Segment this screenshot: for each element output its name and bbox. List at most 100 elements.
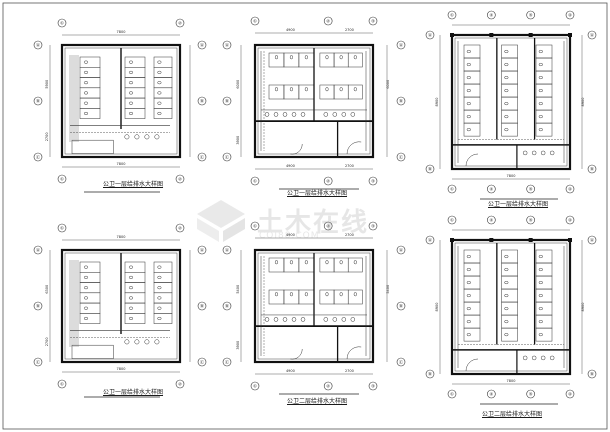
sink-icon xyxy=(531,355,537,361)
axis-label: ① xyxy=(60,21,64,26)
axis-bubble xyxy=(587,369,597,379)
toilet-stall xyxy=(463,327,481,342)
axis-bubble xyxy=(197,357,207,367)
sink-icon xyxy=(282,112,288,117)
axis-bubble xyxy=(175,223,185,233)
dimension-label: 2700 xyxy=(345,28,354,32)
axis-label: Ⓑ xyxy=(428,371,433,378)
dimension-label: 5400 xyxy=(236,285,240,294)
axis-label: Ⓐ xyxy=(225,247,230,254)
sink-icon xyxy=(264,317,270,322)
sink-icon xyxy=(273,317,279,322)
column-marker xyxy=(489,238,494,242)
dimension-label: 7800 xyxy=(117,235,126,239)
axis-bubble xyxy=(33,152,43,162)
toilet-stall xyxy=(347,257,363,273)
toilet-fixture-icon xyxy=(466,267,471,272)
axis-label: Ⓑ xyxy=(590,371,595,378)
axis-label: ③ xyxy=(371,19,375,24)
axis-label: Ⓒ xyxy=(225,359,230,366)
dimension-label: 2700 xyxy=(345,164,354,168)
axis-label: ① xyxy=(60,382,64,387)
axis-label: Ⓑ xyxy=(225,98,230,105)
axis-label: Ⓑ xyxy=(428,166,433,173)
axis-label: ② xyxy=(178,177,182,182)
toilet-fixture-icon xyxy=(128,91,134,95)
column-marker xyxy=(568,33,572,37)
plan-title-2: 公卫一层给排水大样图 xyxy=(287,190,348,197)
toilet-fixture-icon xyxy=(128,275,134,279)
outer-wall xyxy=(450,238,572,376)
door-swing xyxy=(465,358,479,372)
toilet-fixture-icon xyxy=(274,55,279,60)
axis-bubble xyxy=(368,16,378,26)
toilet-fixture-icon xyxy=(504,333,509,337)
axis-label: ① xyxy=(60,226,64,231)
axis-bubble xyxy=(57,379,67,389)
toilet-fixture-icon xyxy=(504,102,509,106)
toilet-fixture-icon xyxy=(339,260,343,265)
axis-bubble xyxy=(197,301,207,311)
axis-label: ② xyxy=(326,19,330,24)
toilet-stall xyxy=(124,108,146,119)
axis-bubble xyxy=(396,301,406,311)
door-swing xyxy=(346,346,362,360)
lower-room xyxy=(71,139,114,154)
sink-icon xyxy=(134,134,140,140)
toilet-fixture-icon xyxy=(157,70,162,74)
dimension-label: 2700 xyxy=(45,132,49,141)
sink-icon xyxy=(144,134,150,140)
toilet-fixture-icon xyxy=(538,115,543,119)
axis-bubble xyxy=(447,389,457,399)
toilet-fixture-icon xyxy=(325,260,329,265)
toilet-stall xyxy=(124,313,146,324)
axis-label: ② xyxy=(489,187,493,192)
toilet-fixture-icon xyxy=(128,286,134,290)
dimension-label: 6000 xyxy=(236,80,240,89)
axis-bubble xyxy=(425,235,435,245)
sink-icon xyxy=(522,355,528,361)
axis-bubble xyxy=(526,389,535,399)
toilet-fixture-icon xyxy=(466,307,471,311)
axis-label: Ⓐ xyxy=(200,42,205,49)
inner-wall-line xyxy=(454,242,568,372)
axis-label: Ⓐ xyxy=(225,42,230,49)
axis-bubble xyxy=(222,357,232,367)
toilet-fixture-icon xyxy=(157,265,162,269)
dimension-label: 3900 xyxy=(236,341,240,350)
sink-icon xyxy=(144,339,150,345)
toilet-fixture-icon xyxy=(538,254,543,259)
toilet-fixture-icon xyxy=(466,333,471,337)
toilet-fixture-icon xyxy=(304,55,308,60)
toilet-stall xyxy=(463,122,481,137)
axis-label: ② xyxy=(178,226,182,231)
dimension-label: 8900 xyxy=(581,303,585,312)
toilet-fixture-icon xyxy=(538,320,543,324)
toilet-fixture-icon xyxy=(274,87,279,92)
axis-label: ④ xyxy=(568,392,572,397)
axis-label: Ⓐ xyxy=(399,247,404,254)
toilet-fixture-icon xyxy=(83,60,89,64)
plan-title-6: 公卫二层给排水大样图 xyxy=(482,411,543,418)
axis-bubble xyxy=(396,245,406,255)
dimension-label: 8900 xyxy=(581,98,585,107)
sink-icon xyxy=(264,112,270,117)
outer-wall xyxy=(60,43,182,159)
axis-label: Ⓒ xyxy=(399,359,404,366)
toilet-stall xyxy=(347,52,363,68)
toilet-fixture-icon xyxy=(157,60,162,64)
door-swing xyxy=(290,143,303,155)
axis-bubble xyxy=(197,152,207,162)
sink-icon xyxy=(350,112,356,117)
toilet-fixture-icon xyxy=(504,307,509,311)
dimension-label: 6300 xyxy=(45,285,49,294)
toilet-fixture-icon xyxy=(83,81,89,85)
dimension-label: 7800 xyxy=(507,174,516,178)
toilet-fixture-icon xyxy=(128,316,134,321)
axis-label: ④ xyxy=(568,187,572,192)
axis-label: ① xyxy=(253,19,257,24)
axis-bubble xyxy=(222,40,232,50)
